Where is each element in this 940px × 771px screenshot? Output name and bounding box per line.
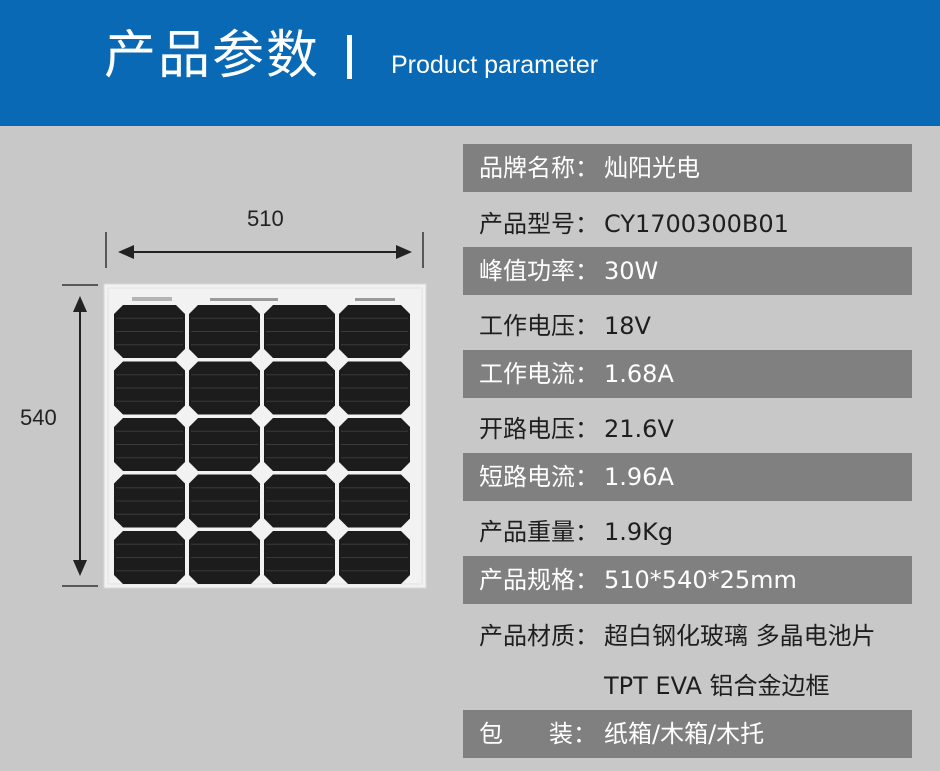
- spec-value: 1.9Kg: [604, 518, 674, 546]
- height-arrow-bottom-head: [73, 560, 87, 576]
- solar-panel-figure: [62, 232, 427, 589]
- spec-row-dimensions: 产品规格： 510*540*25mm: [463, 556, 912, 604]
- title-divider: [347, 35, 352, 79]
- width-arrow-left-head: [118, 245, 134, 259]
- height-dimension-label: 540: [20, 405, 57, 430]
- spec-row-packaging: 包 装： 纸箱/木箱/木托: [463, 710, 912, 758]
- spec-key: 品牌名称：: [479, 154, 599, 182]
- spec-row-material-continued: TPT EVA 铝合金边框: [463, 662, 912, 710]
- spec-key: 产品规格：: [479, 566, 599, 594]
- busbar-top-left: [132, 297, 172, 301]
- spec-key: 装：: [549, 720, 597, 748]
- cell-grid: [114, 305, 410, 584]
- spec-value: 21.6V: [604, 415, 674, 443]
- spec-value: 灿阳光电: [604, 154, 700, 182]
- spec-key: 包: [479, 720, 503, 748]
- spec-key: 产品型号：: [479, 210, 599, 238]
- height-arrow-top-head: [73, 296, 87, 312]
- spec-row-material: 产品材质： 超白钢化玻璃 多晶电池片: [463, 612, 912, 660]
- spec-value: 1.68A: [604, 360, 674, 388]
- spec-value: TPT EVA 铝合金边框: [604, 672, 830, 700]
- busbar-top-mid: [210, 298, 278, 301]
- page-title: 产品参数: [104, 26, 321, 86]
- spec-row-working-voltage: 工作电压： 18V: [463, 302, 912, 350]
- header-banner: 产品参数 Product parameter: [0, 0, 940, 126]
- page-subtitle: Product parameter: [391, 51, 599, 79]
- spec-key: 产品重量：: [479, 518, 599, 546]
- spec-value: 纸箱/木箱/木托: [604, 720, 765, 748]
- spec-key: 工作电压：: [479, 312, 599, 340]
- spec-key: 峰值功率：: [479, 257, 599, 285]
- busbar-top-right: [355, 298, 395, 301]
- spec-row-short-circuit-current: 短路电流： 1.96A: [463, 453, 912, 501]
- spec-value: 1.96A: [604, 463, 674, 491]
- spec-row-weight: 产品重量： 1.9Kg: [463, 508, 912, 556]
- width-arrow-right-head: [396, 245, 412, 259]
- spec-key: 开路电压：: [479, 415, 599, 443]
- spec-value: 30W: [604, 257, 659, 285]
- spec-row-working-current: 工作电流： 1.68A: [463, 350, 912, 398]
- spec-key: 短路电流：: [479, 463, 599, 491]
- panel-frame-inner: [107, 287, 423, 585]
- spec-key: 产品材质：: [479, 622, 599, 650]
- spec-row-peak-power: 峰值功率： 30W: [463, 247, 912, 295]
- spec-row-open-circuit-voltage: 开路电压： 21.6V: [463, 405, 912, 453]
- spec-value: 510*540*25mm: [604, 566, 797, 594]
- spec-row-brand: 品牌名称： 灿阳光电: [463, 144, 912, 192]
- spec-value: 18V: [604, 312, 651, 340]
- spec-value: 超白钢化玻璃 多晶电池片: [604, 622, 876, 650]
- spec-key: 工作电流：: [479, 360, 599, 388]
- width-dimension-label: 510: [247, 206, 284, 231]
- spec-value: CY1700300B01: [604, 210, 789, 238]
- spec-row-model: 产品型号： CY1700300B01: [463, 200, 912, 248]
